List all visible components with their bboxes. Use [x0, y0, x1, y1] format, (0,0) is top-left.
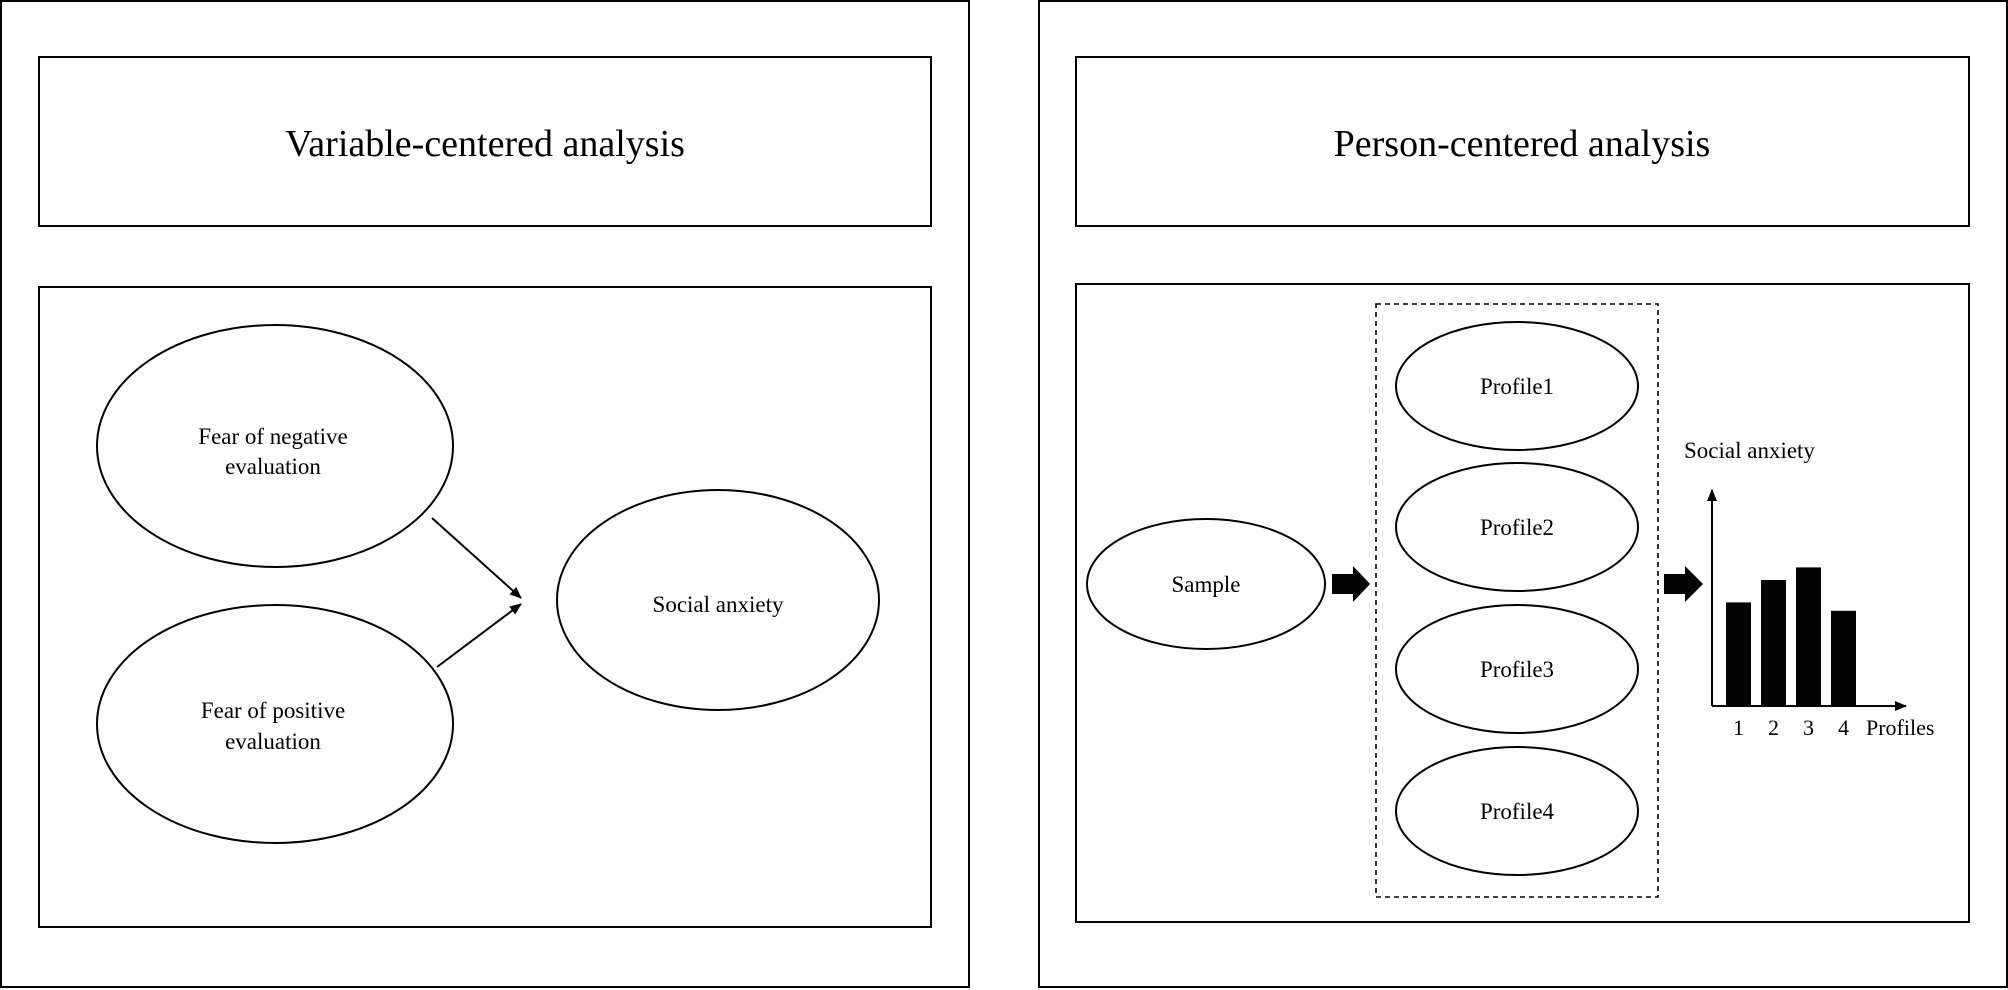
profiles-dashed-box: [1375, 303, 1659, 898]
right-content-box: [1075, 283, 1970, 923]
left-content-box: [38, 286, 932, 928]
left-title-box: [38, 56, 932, 227]
fear-negative-node: [96, 324, 454, 568]
fear-positive-label-line1: Fear of positive: [201, 698, 345, 723]
social-anxiety-node: [556, 489, 880, 711]
arrow-negative-to-anxiety: [431, 517, 522, 599]
profile4-label: Profile4: [1480, 799, 1555, 824]
sample-node: [1086, 518, 1326, 650]
profile1-label: Profile1: [1480, 374, 1554, 399]
profile4-node: [1395, 746, 1639, 876]
left-panel-title: Variable-centered analysis: [285, 123, 685, 165]
chart-tick-label-4: 4: [1838, 715, 1849, 740]
fear-negative-label-line1: Fear of negative: [198, 424, 347, 449]
chart-y-axis-label: Social anxiety: [1684, 438, 1815, 463]
profile3-label: Profile3: [1480, 657, 1554, 682]
block-arrow-to-profiles: [1332, 566, 1370, 602]
chart-x-axis-label: Profiles: [1866, 715, 1934, 740]
fear-positive-label-line2: evaluation: [225, 729, 321, 754]
chart-bar-4: [1831, 610, 1856, 706]
arrow-positive-to-anxiety: [436, 603, 522, 668]
fear-negative-label-line2: evaluation: [225, 454, 321, 479]
profile3-node: [1395, 604, 1639, 734]
block-arrow-to-chart: [1664, 566, 1703, 602]
chart-bar-1: [1726, 602, 1751, 706]
fear-positive-node: [96, 604, 454, 844]
profile1-node: [1395, 321, 1639, 451]
sample-label: Sample: [1172, 572, 1241, 597]
chart-bar-2: [1761, 580, 1786, 706]
chart-bar-3: [1796, 567, 1821, 706]
right-panel-frame: [1038, 0, 2008, 988]
social-anxiety-label: Social anxiety: [653, 592, 784, 617]
chart-tick-label-2: 2: [1768, 715, 1779, 740]
left-panel-frame: [0, 0, 970, 988]
profile2-label: Profile2: [1480, 515, 1554, 540]
right-panel-title: Person-centered analysis: [1334, 123, 1711, 165]
right-title-box: [1075, 56, 1970, 227]
profile2-node: [1395, 462, 1639, 592]
chart-tick-label-1: 1: [1733, 715, 1744, 740]
chart-tick-label-3: 3: [1803, 715, 1814, 740]
